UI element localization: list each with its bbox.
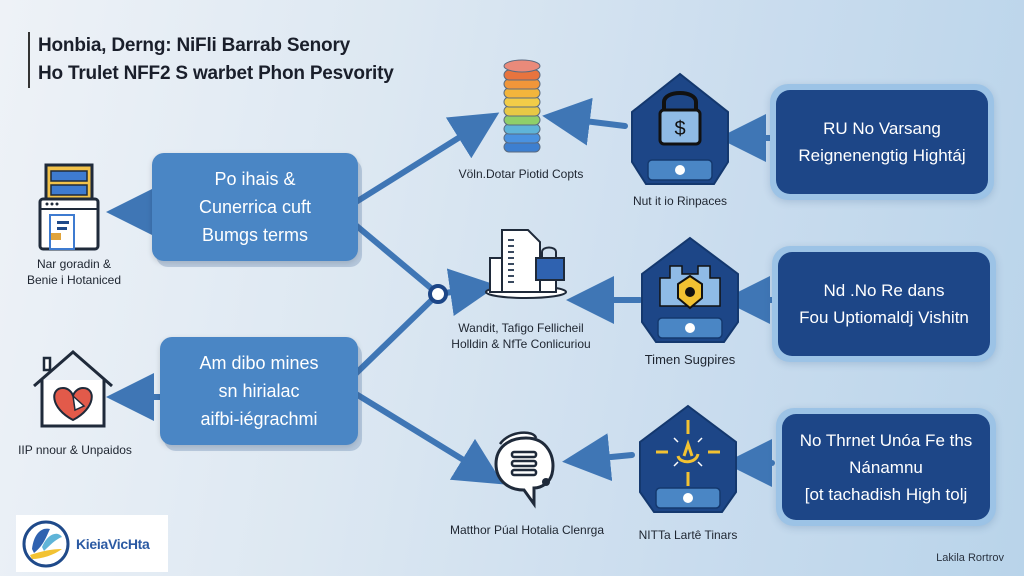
middle-node-2-caption: Wandit, Tafigo Fellicheil Holldin & NfTe…: [451, 321, 591, 351]
coin-stack-icon: [500, 58, 544, 158]
castle-shield-icon: [659, 265, 721, 310]
result-box-3-line-3: [ot tachadish High tolj: [804, 484, 968, 504]
browser-window-icon: [38, 163, 100, 251]
shield-node-2-caption: Timen Sugpires: [644, 352, 736, 367]
padlock-dollar-icon: $: [658, 91, 702, 146]
result-box-3-line-2: Nánamnu: [849, 457, 923, 477]
author-credit: Lakila Rortrov: [936, 552, 1004, 564]
arrow-hub2-to-chat: [340, 383, 504, 485]
left-node-1-caption: Nar goradin & Benie i Hotaniced: [26, 257, 122, 287]
sparkle-emblem-icon: [656, 420, 720, 486]
document-server-lock-icon: [484, 228, 568, 300]
hub-box-1-line-3: Bumgs terms: [201, 225, 309, 245]
arrow-shield1-to-coins: [542, 97, 628, 146]
title-line-2: Ho Trulet NFF2 S warbet Phon Pesvority: [38, 63, 394, 84]
node-junction: [428, 284, 448, 304]
logo: KieiaVicHta: [16, 515, 168, 572]
svg-text:$: $: [674, 118, 685, 140]
hub-box-2-line-1: Am dibo mines: [199, 353, 319, 373]
logo-emblem-icon: [22, 520, 70, 567]
arrow-shield3-to-chat: [562, 433, 635, 482]
result-box-3: No Thrnet Unóa Fe ths Nánamnu [ot tachad…: [776, 408, 996, 526]
castle-shield: [636, 236, 744, 348]
diagram-title: Honbia, Derng: NiFli Barrab Senory Ho Tr…: [28, 32, 394, 88]
result-box-1-line-1: RU No Varsang: [823, 119, 941, 138]
line-hub2-to-junction: [340, 291, 441, 389]
hub-box-2-line-3: aifbi-iégrachmi: [200, 409, 318, 429]
hub-box-1-line-2: Cunerrica cuft: [198, 197, 312, 217]
hub-box-1: Po ihais & Cunerrica cuft Bumgs terms: [152, 153, 358, 261]
result-box-2: Nd .No Re dans Fou Uptiomaldj Vishitn: [772, 246, 996, 362]
hub-box-2-line-2: sn hirialac: [218, 381, 300, 401]
shield-node-1-caption: Nut it io Rinpaces: [632, 194, 728, 208]
sparkle-emblem-shield: [634, 404, 742, 518]
middle-node-1-caption: Völn.Dotar Piotid Copts: [458, 167, 584, 181]
title-line-1: Honbia, Derng: NiFli Barrab Senory: [38, 35, 351, 56]
result-box-2-line-1: Nd .No Re dans: [823, 281, 945, 300]
result-box-3-line-1: No Thrnet Unóa Fe ths: [799, 430, 973, 450]
result-box-2-line-2: Fou Uptiomaldj Vishitn: [799, 308, 969, 327]
house-heart-icon: [30, 348, 116, 428]
chat-bubble-icon: [490, 428, 562, 510]
shield-node-3-caption: NITTa Lartê Tinars: [638, 528, 738, 542]
result-box-1-line-2: Reignenengtig Hightáj: [798, 146, 966, 165]
padlock-dollar-shield: $: [626, 72, 734, 192]
middle-node-3-caption: Matthor Púal Hotalia Clenrga: [449, 523, 605, 537]
arrow-hub1-to-coins: [337, 112, 500, 215]
left-node-2-caption: IIP nnour & Unpaidos: [18, 443, 132, 457]
hub-box-2: Am dibo mines sn hirialac aifbi-iégrachm…: [160, 337, 358, 445]
logo-text: KieiaVicHta: [76, 535, 150, 552]
hub-box-1-line-1: Po ihais &: [214, 169, 296, 189]
result-box-1: RU No Varsang Reignenengtig Hightáj: [770, 84, 994, 200]
